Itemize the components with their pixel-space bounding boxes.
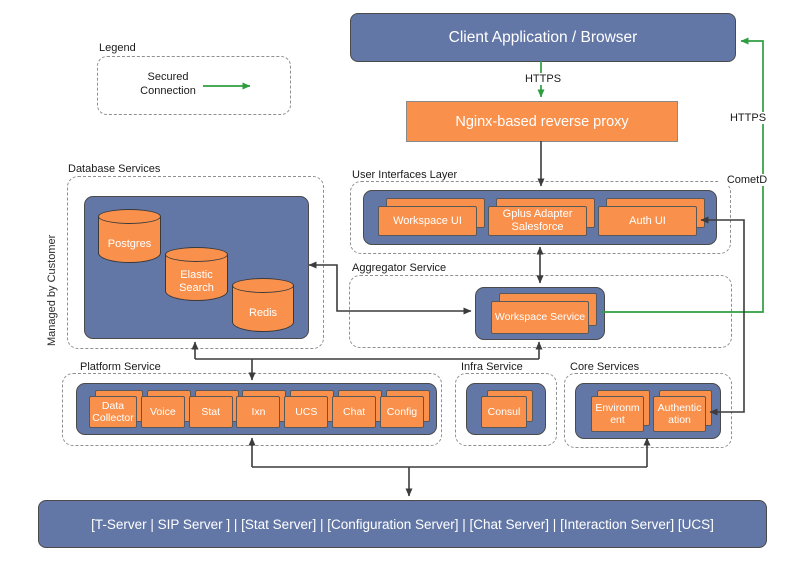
platform-service-row: Data Collector Voice Stat Ixn UCS Chat — [77, 384, 436, 434]
nginx-proxy-node: Nginx-based reverse proxy — [406, 101, 678, 142]
legend-secured-connection-label: Secured Connection — [140, 71, 196, 98]
cylinder-lid — [165, 247, 228, 262]
workspace-ui-node: Workspace UI — [378, 198, 485, 236]
infra-service-panel: Consul — [466, 383, 546, 435]
chat-node: Chat — [332, 390, 383, 428]
consul-node: Consul — [481, 390, 533, 428]
authentication-label: Authentication — [653, 396, 706, 432]
stat-label: Stat — [188, 396, 233, 428]
ixn-label: Ixn — [236, 396, 281, 428]
cylinder-shape — [232, 285, 294, 332]
backend-servers-label: [T-Server | SIP Server ] | [Stat Server]… — [91, 516, 714, 532]
cylinder-lid — [232, 278, 294, 293]
client-application-label: Client Application / Browser — [448, 28, 638, 46]
auth-ui-node: Auth UI — [598, 198, 705, 236]
workspace-service-label: Workspace Service — [491, 301, 589, 334]
stat-node: Stat — [188, 390, 239, 428]
gplus-adapter-node: Gplus Adapter Salesforce — [488, 198, 595, 236]
voice-node: Voice — [140, 390, 191, 428]
platform-service-title: Platform Service — [80, 361, 161, 373]
redis-label: Redis — [248, 306, 278, 319]
infra-service-group — [455, 373, 557, 446]
cylinder-lid — [98, 209, 161, 224]
backend-servers-bar: [T-Server | SIP Server ] | [Stat Server]… — [38, 500, 767, 548]
elastic-search-label: Elastic Search — [179, 269, 214, 294]
database-services-title: Database Services — [68, 163, 161, 175]
platform-service-panel: Data Collector Voice Stat Ixn UCS Chat — [76, 383, 437, 435]
core-services-title: Core Services — [570, 361, 640, 373]
voice-label: Voice — [140, 396, 185, 428]
workspace-service-panel: Workspace Service — [475, 287, 605, 340]
https-right-label: HTTPS — [723, 112, 773, 124]
config-label: Config — [379, 396, 424, 428]
workspace-ui-label: Workspace UI — [378, 206, 477, 236]
consul-label: Consul — [481, 396, 527, 428]
redis-db: Redis — [232, 278, 294, 332]
workspace-service-node: Workspace Service — [491, 293, 597, 334]
config-node: Config — [379, 390, 430, 428]
postgres-db: Postgres — [98, 209, 161, 263]
nginx-proxy-label: Nginx-based reverse proxy — [455, 113, 629, 130]
https-top-label: HTTPS — [517, 73, 569, 85]
ixn-node: Ixn — [236, 390, 287, 428]
legend-box: Secured Connection — [97, 56, 291, 115]
managed-by-customer-note: Managed by Customer — [46, 234, 58, 346]
ui-layer-panel: Workspace UI Gplus Adapter Salesforce Au… — [363, 190, 717, 245]
postgres-label: Postgres — [107, 237, 152, 250]
environment-node: Environment — [591, 390, 650, 432]
client-application-node: Client Application / Browser — [350, 13, 736, 62]
database-services-panel: Postgres Elastic Search Redis — [84, 196, 309, 339]
core-services-panel: Environment Authentication — [575, 383, 721, 439]
gplus-adapter-label: Gplus Adapter Salesforce — [488, 206, 587, 236]
legend-title: Legend — [99, 42, 136, 54]
ucs-label: UCS — [284, 396, 329, 428]
chat-label: Chat — [332, 396, 377, 428]
cometd-label: CometD — [719, 174, 775, 186]
infra-service-title: Infra Service — [461, 361, 523, 373]
authentication-node: Authentication — [653, 390, 712, 432]
aggregator-service-title: Aggregator Service — [352, 262, 447, 274]
data-collector-label: Data Collector — [89, 396, 137, 428]
ui-layer-title: User Interfaces Layer — [352, 169, 458, 181]
elastic-search-db: Elastic Search — [165, 247, 228, 301]
ucs-node: UCS — [284, 390, 335, 428]
auth-ui-label: Auth UI — [598, 206, 697, 236]
data-collector-node: Data Collector — [89, 390, 143, 428]
environment-label: Environment — [591, 396, 644, 432]
